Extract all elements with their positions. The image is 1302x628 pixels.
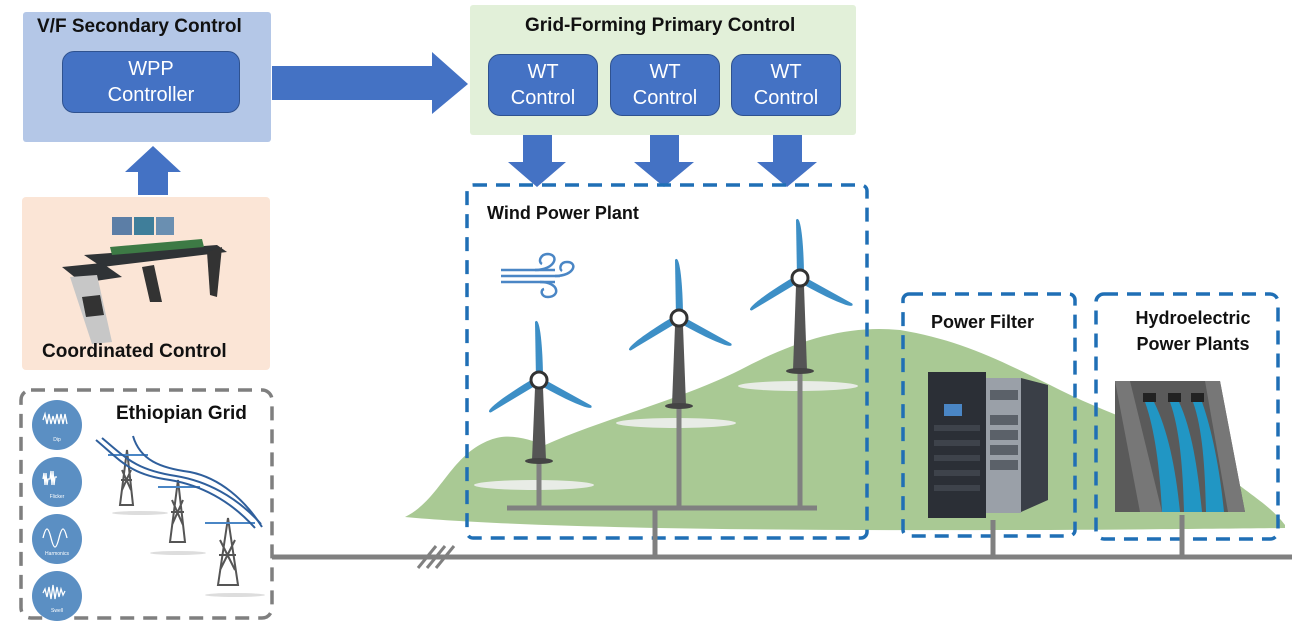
wt-control-label-2: Control <box>632 87 698 109</box>
hydro-title: Hydroelectric Power Plants <box>1118 305 1268 357</box>
ground-shadow <box>616 418 736 428</box>
coordinated-control-panel: Coordinated Control <box>22 197 270 370</box>
wind-turbine <box>629 258 732 409</box>
disturbance-label: Swell <box>51 608 63 614</box>
turbine-blade <box>750 274 802 311</box>
wt-control-box-3[interactable]: WT Control <box>731 54 841 116</box>
wt-control-label-1: WT <box>770 61 802 83</box>
disturbance-label: Flicker <box>50 494 65 500</box>
disturbance-dip-icon: Dip <box>32 400 82 450</box>
coordinated-control-title: Coordinated Control <box>42 341 227 362</box>
turbine-blade <box>535 320 543 380</box>
arrow-up <box>125 146 181 195</box>
turbine-blade <box>796 218 804 278</box>
wind-power-plant-title: Wind Power Plant <box>487 203 639 223</box>
turbine-blade <box>675 258 683 318</box>
disturbance-label: Harmonics <box>45 551 69 557</box>
hill-landscape <box>405 328 1285 531</box>
turbine-blade <box>677 315 732 346</box>
turbine-blade <box>629 314 681 351</box>
transmission-towers <box>95 435 263 586</box>
disturbance-flicker-icon: Flicker <box>32 457 82 507</box>
wt-control-label-2: Control <box>753 87 819 109</box>
hydro-boundary <box>1094 292 1280 541</box>
disturbance-harmonics-icon: Harmonics <box>32 514 82 564</box>
power-filter-title: Power Filter <box>931 312 1035 332</box>
ethiopian-grid-title: Ethiopian Grid <box>116 403 247 424</box>
turbine-blade <box>489 376 541 413</box>
wpp-controller-label-2: Controller <box>107 84 195 106</box>
disturbance-label: Dip <box>53 437 61 443</box>
control-desk-image <box>62 217 227 344</box>
wind-turbine <box>489 320 592 464</box>
arrow-right <box>272 52 468 114</box>
disturbance-swell-icon: Swell <box>32 571 82 621</box>
hydro-title-line-2: Power Plants <box>1136 334 1250 354</box>
turbine-blade <box>537 377 592 408</box>
secondary-control-title: V/F Secondary Control <box>37 16 242 37</box>
turbine-blade <box>798 275 853 306</box>
arrow-down <box>508 135 566 187</box>
wind-icon <box>501 252 575 299</box>
three-phase-marks <box>416 545 456 569</box>
arrow-down <box>634 135 694 187</box>
hydro-title-line-1: Hydroelectric <box>1135 308 1251 328</box>
wpp-controller-box[interactable]: WPP Controller <box>62 51 240 113</box>
ground-shadow <box>474 480 594 490</box>
hydro-dam <box>1115 381 1245 512</box>
power-filter-boundary <box>901 292 1077 538</box>
wt-control-box-1[interactable]: WT Control <box>488 54 598 116</box>
wt-control-label-1: WT <box>649 61 681 83</box>
power-filter-cabinet <box>928 372 1048 518</box>
ethiopian-grid-boundary <box>19 388 274 620</box>
arrow-down <box>757 135 817 187</box>
wind-plant-boundary <box>465 183 869 540</box>
wt-control-box-2[interactable]: WT Control <box>610 54 720 116</box>
wt-control-label-1: WT <box>527 61 559 83</box>
primary-control-title: Grid-Forming Primary Control <box>525 15 796 36</box>
wind-turbine <box>750 218 853 374</box>
wt-control-label-2: Control <box>510 87 576 109</box>
wpp-controller-label-1: WPP <box>128 58 174 80</box>
